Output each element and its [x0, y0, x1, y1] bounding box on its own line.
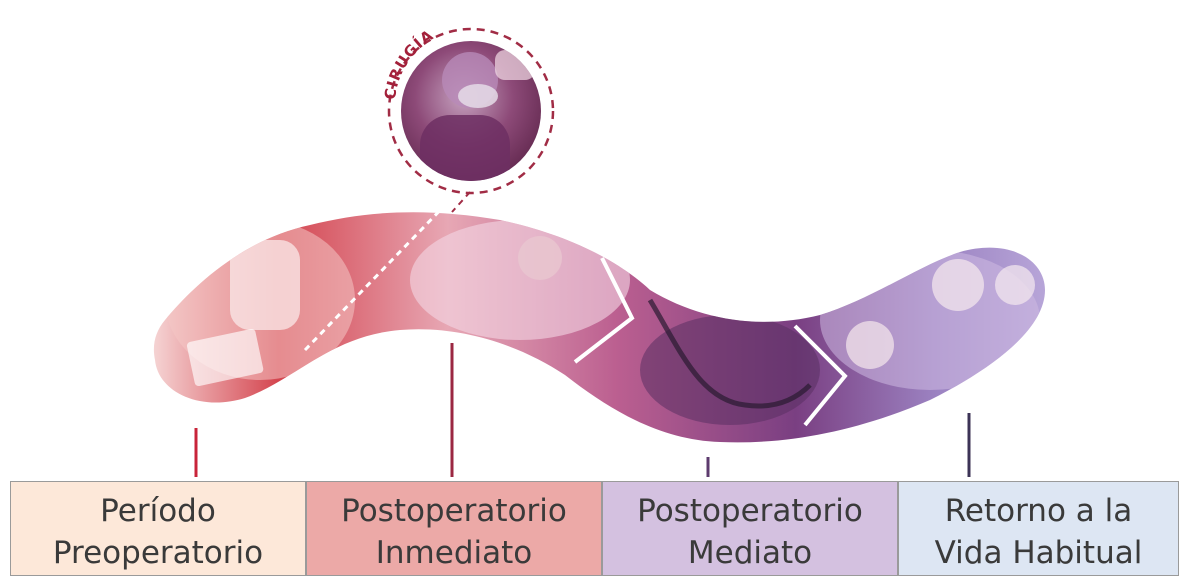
photo-wave-band [154, 200, 1045, 442]
phase-label-line2: Inmediato [376, 532, 532, 574]
phase-label-line1: Período [100, 490, 216, 532]
phase-label-line2: Preoperatorio [53, 532, 263, 574]
surgery-callout: CIRUGÍA [381, 26, 553, 195]
phase-label-line2: Mediato [688, 532, 812, 574]
phase-postoperatorio-inmediato: Postoperatorio Inmediato [306, 481, 602, 576]
phase-postoperatorio-mediato: Postoperatorio Mediato [602, 481, 898, 576]
phase-preoperatorio: Período Preoperatorio [10, 481, 306, 576]
phase-retorno-vida-habitual: Retorno a la Vida Habitual [898, 481, 1179, 576]
phase-label-line1: Postoperatorio [341, 490, 567, 532]
surgery-connector-line [452, 192, 470, 212]
phase-label-line1: Postoperatorio [637, 490, 863, 532]
family-face-1 [846, 321, 894, 369]
family-face-2 [932, 259, 984, 311]
patient-bed-photo-area [410, 220, 630, 340]
family-face-3 [995, 265, 1035, 305]
doctor-coat [230, 240, 300, 330]
surgeon-gown [420, 115, 510, 195]
surgeon-mask [458, 84, 498, 108]
phase-label-line1: Retorno a la [945, 490, 1132, 532]
phase-legend: Período Preoperatorio Postoperatorio Inm… [10, 481, 1179, 576]
patient-head [518, 236, 562, 280]
phase-label-line2: Vida Habitual [935, 532, 1143, 574]
